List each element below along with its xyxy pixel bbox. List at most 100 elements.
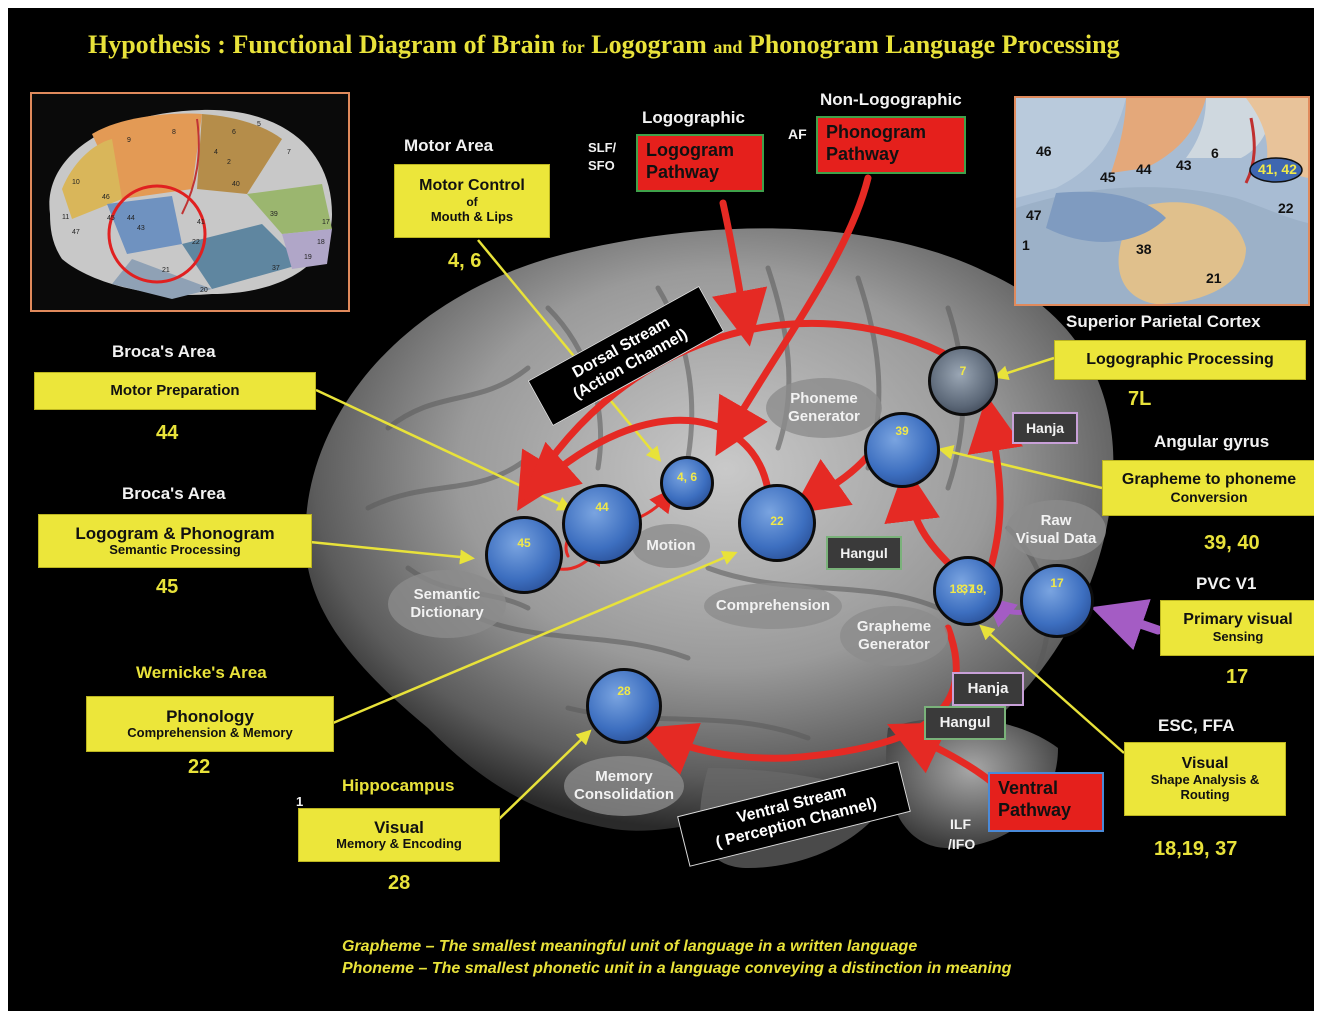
arrow-logogram-pathway <box>723 203 746 326</box>
number-18-19-37: 18,19, 37 <box>1154 838 1237 861</box>
number-17: 17 <box>1226 666 1248 689</box>
node-label: 17 <box>1023 577 1091 591</box>
arrow-primary-visual-input <box>1108 613 1158 630</box>
node-4-6: 4, 6 <box>660 456 714 510</box>
node-label: 4, 6 <box>663 471 711 485</box>
number-22: 22 <box>188 756 210 779</box>
box-text: Motor Preparation <box>110 382 239 399</box>
bubble-text: Phoneme <box>790 390 858 408</box>
label-ifo: /IFO <box>948 836 975 852</box>
pointer-semantic <box>310 542 470 558</box>
label-stray-1: 1 <box>296 794 303 809</box>
footnote-phoneme: Phoneme – The smallest phonetic unit in … <box>342 960 1011 978</box>
label-sfo: SFO <box>588 158 615 173</box>
bubble-text: Consolidation <box>574 786 674 804</box>
primary-visual-box: Primary visual Sensing <box>1160 600 1314 656</box>
label-superior-parietal: Superior Parietal Cortex <box>1066 312 1261 332</box>
box-text: Sensing <box>1213 630 1264 645</box>
number-4-6: 4, 6 <box>448 250 481 273</box>
bubble-text: Memory <box>595 768 653 786</box>
arrow-18-to-7 <box>990 416 1000 570</box>
node-label: 18, 19,37 <box>936 569 1000 583</box>
motor-control-box: Motor Control of Mouth & Lips <box>394 164 550 238</box>
node-7: 7 <box>928 346 998 416</box>
red-box-text: Pathway <box>646 162 754 184</box>
number-45: 45 <box>156 576 178 599</box>
logographic-processing-box: Logographic Processing <box>1054 340 1306 380</box>
bubble-text: Raw <box>1041 512 1072 530</box>
arrow-39-to-22 <box>808 458 866 502</box>
box-text: Shape Analysis & <box>1151 773 1260 788</box>
number-28: 28 <box>388 872 410 895</box>
label-wernickes-area: Wernicke's Area <box>136 663 267 683</box>
box-text: of <box>466 196 477 210</box>
label-ilf: ILF <box>950 816 971 832</box>
label-hippocampus: Hippocampus <box>342 776 454 796</box>
bubble-text: Generator <box>788 408 860 426</box>
label-slf: SLF/ <box>588 140 616 155</box>
diagram-canvas: Hypothesis : Functional Diagram of Brain… <box>8 8 1314 1011</box>
label-non-logographic: Non-Logographic <box>820 90 962 110</box>
bubble-text: Comprehension <box>716 597 830 615</box>
label-brocas-area: Broca's Area <box>112 342 216 362</box>
node-45: 45 <box>485 516 563 594</box>
footnote-grapheme: Grapheme – The smallest meaningful unit … <box>342 938 917 956</box>
bubble-memory-consolidation: Memory Consolidation <box>564 756 684 816</box>
logogram-pathway-box: Logogram Pathway <box>636 134 764 192</box>
box-text: Mouth & Lips <box>431 210 513 225</box>
visual-memory-box: Visual Memory & Encoding <box>298 808 500 862</box>
number-39-40: 39, 40 <box>1204 532 1260 555</box>
node-28: 28 <box>586 668 662 744</box>
red-box-text: Pathway <box>998 800 1094 822</box>
red-box-text: Phonogram <box>826 122 956 144</box>
label-logographic: Logographic <box>642 108 745 128</box>
node-label: 22 <box>741 515 813 529</box>
arrow-ventral-pathway <box>906 733 993 783</box>
bubble-semantic-dictionary: Semantic Dictionary <box>388 570 506 638</box>
bubble-text: Visual Data <box>1016 530 1097 548</box>
pointer-logographic <box>998 358 1054 376</box>
node-label-line: 37 <box>936 583 1000 597</box>
box-text: Comprehension & Memory <box>127 726 292 741</box>
label-angular-gyrus: Angular gyrus <box>1154 432 1269 452</box>
bubble-raw-visual-data: Raw Visual Data <box>1006 500 1106 560</box>
visual-shape-analysis-box: Visual Shape Analysis & Routing <box>1124 742 1286 816</box>
number-7l: 7L <box>1128 388 1151 411</box>
box-text: Visual <box>1182 755 1229 773</box>
phonology-box: Phonology Comprehension & Memory <box>86 696 334 752</box>
phonogram-pathway-box: Phonogram Pathway <box>816 116 966 174</box>
bubble-phoneme-generator: Phoneme Generator <box>766 378 882 438</box>
red-box-text: Pathway <box>826 144 956 166</box>
node-label: 39 <box>867 425 937 439</box>
bubble-grapheme-generator: Grapheme Generator <box>840 606 948 666</box>
tag-hangul-upper: Hangul <box>826 536 902 570</box>
tag-hanja-upper: Hanja <box>1012 412 1078 444</box>
node-22: 22 <box>738 484 816 562</box>
pointer-g2p <box>943 450 1102 488</box>
bubble-text: Grapheme <box>857 618 931 636</box>
box-text: Memory & Encoding <box>336 837 462 852</box>
bubble-text: Motion <box>646 537 695 555</box>
box-text: Grapheme to phoneme <box>1122 471 1296 489</box>
grapheme-to-phoneme-box: Grapheme to phoneme Conversion <box>1102 460 1314 516</box>
red-box-text: Logogram <box>646 140 754 162</box>
node-18-19-37: 18, 19,37 <box>933 556 1003 626</box>
tag-hanja-lower: Hanja <box>952 672 1024 706</box>
bubble-text: Generator <box>858 636 930 654</box>
node-label: 7 <box>931 365 995 379</box>
semantic-processing-box: Logogram & Phonogram Semantic Processing <box>38 514 312 568</box>
node-label: 45 <box>488 537 560 551</box>
motor-preparation-box: Motor Preparation <box>34 372 316 410</box>
box-text: Semantic Processing <box>109 543 241 558</box>
box-text: Phonology <box>166 707 254 727</box>
label-af: AF <box>788 126 807 142</box>
node-label: 44 <box>565 501 639 515</box>
bubble-text: Semantic <box>414 586 481 604</box>
tag-hangul-lower: Hangul <box>924 706 1006 740</box>
box-text: Motor Control <box>419 177 525 195</box>
label-pvc-v1: PVC V1 <box>1196 574 1256 594</box>
red-box-text: Ventral <box>998 778 1094 800</box>
node-39: 39 <box>864 412 940 488</box>
box-text: Routing <box>1180 788 1229 803</box>
number-44: 44 <box>156 422 178 445</box>
